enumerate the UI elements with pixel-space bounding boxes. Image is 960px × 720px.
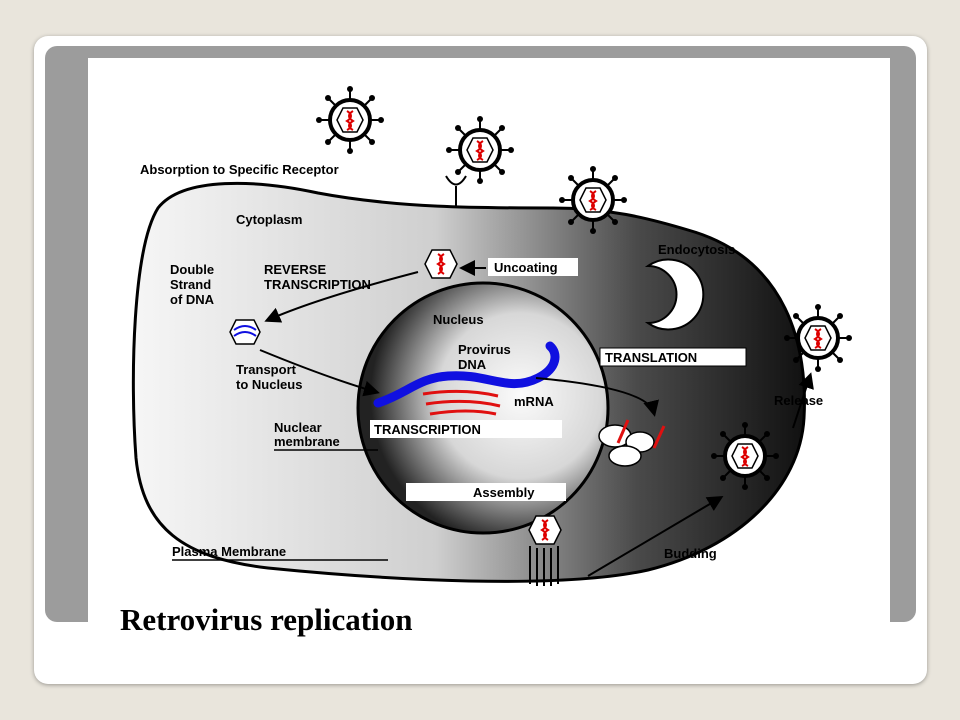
label-transport-2: to Nucleus <box>236 377 302 392</box>
virion-released <box>782 302 854 374</box>
label-provirus-1: Provirus <box>458 342 511 357</box>
capsid-uncoated <box>424 249 458 279</box>
label-plasma-membrane: Plasma Membrane <box>172 544 286 559</box>
label-assembly: Assembly <box>473 485 535 500</box>
virion-budding <box>709 420 781 492</box>
label-transport-1: Transport <box>236 362 297 377</box>
label-release: Release <box>774 393 823 408</box>
label-endocytosis: Endocytosis <box>658 242 735 257</box>
label-double-strand-3: of DNA <box>170 292 215 307</box>
label-transcription: TRANSCRIPTION <box>374 422 481 437</box>
endocytic-vesicle <box>644 258 705 331</box>
mrna-strands <box>422 389 501 416</box>
ribosomes <box>598 419 666 467</box>
retrovirus-diagram: Absorption to Specific Receptor Cytoplas… <box>88 58 890 658</box>
label-budding: Budding <box>664 546 717 561</box>
virion-bound <box>444 114 516 186</box>
nucleus <box>356 281 610 535</box>
label-reverse-2: TRANSCRIPTION <box>264 277 371 292</box>
label-mrna: mRNA <box>514 394 554 409</box>
label-double-strand-2: Strand <box>170 277 211 292</box>
label-translation: TRANSLATION <box>605 350 697 365</box>
virion-incoming <box>314 84 386 156</box>
label-double-strand-1: Double <box>170 262 214 277</box>
label-provirus-2: DNA <box>458 357 487 372</box>
label-nuclear-membrane-1: Nuclear <box>274 420 322 435</box>
virion-endocytosis <box>557 164 629 236</box>
label-uncoating: Uncoating <box>494 260 558 275</box>
double-strand-dna <box>229 319 261 345</box>
label-nucleus: Nucleus <box>433 312 484 327</box>
label-absorption: Absorption to Specific Receptor <box>140 162 339 177</box>
label-nuclear-membrane-2: membrane <box>274 434 340 449</box>
capsid-assembled <box>528 515 562 545</box>
provirus-dna <box>373 341 560 408</box>
receptor <box>445 175 467 208</box>
label-cytoplasm: Cytoplasm <box>236 212 302 227</box>
figure-title: Retrovirus replication <box>120 602 412 637</box>
label-reverse-1: REVERSE <box>264 262 326 277</box>
